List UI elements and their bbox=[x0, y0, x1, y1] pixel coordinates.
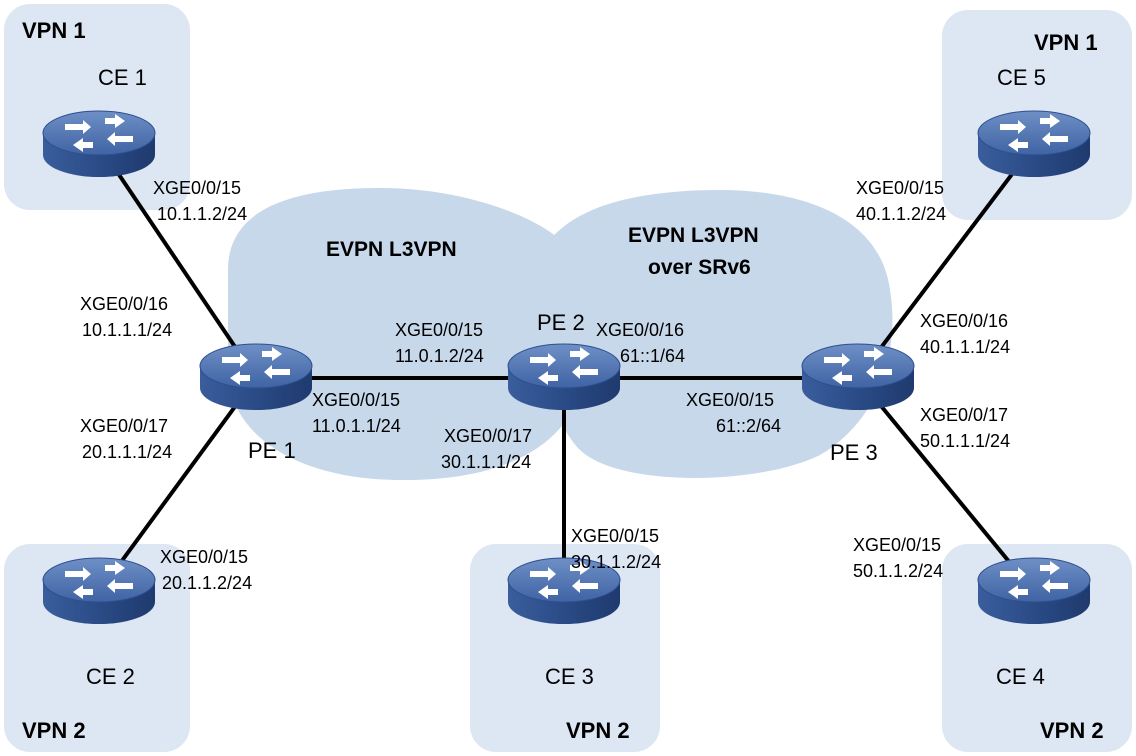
link-pe1-ce2 bbox=[97, 376, 258, 594]
interface-label-ce1-ip: 10.1.1.2/24 bbox=[157, 204, 247, 224]
interface-label-pe2-to-pe1-port: XGE0/0/15 bbox=[395, 320, 483, 340]
device-label-pe1: PE 1 bbox=[248, 438, 296, 463]
interface-label-pe3-to-ce4-port: XGE0/0/17 bbox=[920, 405, 1008, 425]
device-label-pe3: PE 3 bbox=[830, 440, 878, 465]
cloud-evpn-l3vpn-over-srv6 bbox=[534, 190, 893, 479]
pe1-router-icon[interactable] bbox=[199, 343, 313, 411]
ce1-router-icon[interactable] bbox=[42, 110, 156, 178]
interface-label-pe2-to-ce3-port: XGE0/0/17 bbox=[444, 426, 532, 446]
interface-label-pe3-to-pe2-ip: 61::2/64 bbox=[716, 416, 781, 436]
interface-label-ce2-ip: 20.1.1.2/24 bbox=[162, 573, 252, 593]
interface-label-pe2-to-pe3-port: XGE0/0/16 bbox=[596, 320, 684, 340]
device-label-ce3: CE 3 bbox=[545, 664, 594, 689]
link-ce1-pe1 bbox=[97, 143, 258, 380]
vpn-label-ce1: VPN 1 bbox=[22, 18, 86, 43]
interface-label-pe2-to-ce3-ip: 30.1.1.1/24 bbox=[441, 452, 531, 472]
interface-label-ce1-port: XGE0/0/15 bbox=[153, 178, 241, 198]
interface-label-pe1-to-ce1-ip: 10.1.1.1/24 bbox=[82, 320, 172, 340]
cloud-title-left: EVPN L3VPN bbox=[326, 238, 457, 261]
interface-label-pe1-to-ce1-port: XGE0/0/16 bbox=[80, 294, 168, 314]
interface-label-pe1-to-ce2-ip: 20.1.1.1/24 bbox=[82, 442, 172, 462]
interface-label-ce4-port: XGE0/0/15 bbox=[853, 535, 941, 555]
cloud-title-right-line1: EVPN L3VPN bbox=[628, 224, 759, 247]
interface-label-ce5-ip: 40.1.1.2/24 bbox=[856, 204, 946, 224]
vpn-label-ce5: VPN 1 bbox=[1034, 30, 1098, 55]
interface-label-pe3-to-ce5-port: XGE0/0/16 bbox=[920, 311, 1008, 331]
device-label-ce5: CE 5 bbox=[997, 65, 1046, 90]
interface-label-pe2-to-pe3-ip: 61::1/64 bbox=[620, 346, 685, 366]
vpn-label-ce2: VPN 2 bbox=[22, 718, 86, 743]
pe3-router-icon[interactable] bbox=[801, 343, 915, 411]
device-label-pe2: PE 2 bbox=[537, 310, 585, 335]
interface-label-ce2-port: XGE0/0/15 bbox=[160, 547, 248, 567]
device-label-ce4: CE 4 bbox=[996, 664, 1045, 689]
interface-label-pe1-to-ce2-port: XGE0/0/17 bbox=[80, 416, 168, 436]
ce4-router-icon[interactable] bbox=[977, 557, 1091, 625]
vpn-label-ce3: VPN 2 bbox=[566, 718, 630, 743]
interface-label-pe3-to-ce5-ip: 40.1.1.1/24 bbox=[920, 337, 1010, 357]
link-pe3-ce4 bbox=[856, 376, 1036, 594]
pe2-router-icon[interactable] bbox=[507, 343, 621, 411]
interface-label-ce3-ip: 30.1.1.2/24 bbox=[571, 552, 661, 572]
interface-label-ce5-port: XGE0/0/15 bbox=[856, 178, 944, 198]
interface-label-pe3-to-pe2-port: XGE0/0/15 bbox=[686, 390, 774, 410]
interface-label-pe2-to-pe1-ip: 11.0.1.2/24 bbox=[395, 346, 484, 366]
ce5-router-icon[interactable] bbox=[977, 110, 1091, 178]
ce2-router-icon[interactable] bbox=[42, 557, 156, 625]
interface-label-ce4-ip: 50.1.1.2/24 bbox=[853, 561, 943, 581]
interface-label-ce3-port: XGE0/0/15 bbox=[571, 526, 659, 546]
cloud-evpn-l3vpn bbox=[228, 188, 587, 481]
vpn-label-ce4: VPN 2 bbox=[1040, 718, 1104, 743]
interface-label-pe1-to-pe2-ip: 11.0.1.1/24 bbox=[312, 416, 401, 436]
interface-label-pe3-to-ce4-ip: 50.1.1.1/24 bbox=[920, 431, 1010, 451]
link-pe3-ce5 bbox=[856, 143, 1036, 380]
device-label-ce2: CE 2 bbox=[86, 664, 135, 689]
cloud-title-right-line2: over SRv6 bbox=[648, 256, 751, 279]
interface-label-pe1-to-pe2-port: XGE0/0/15 bbox=[312, 390, 400, 410]
device-label-ce1: CE 1 bbox=[98, 65, 147, 90]
